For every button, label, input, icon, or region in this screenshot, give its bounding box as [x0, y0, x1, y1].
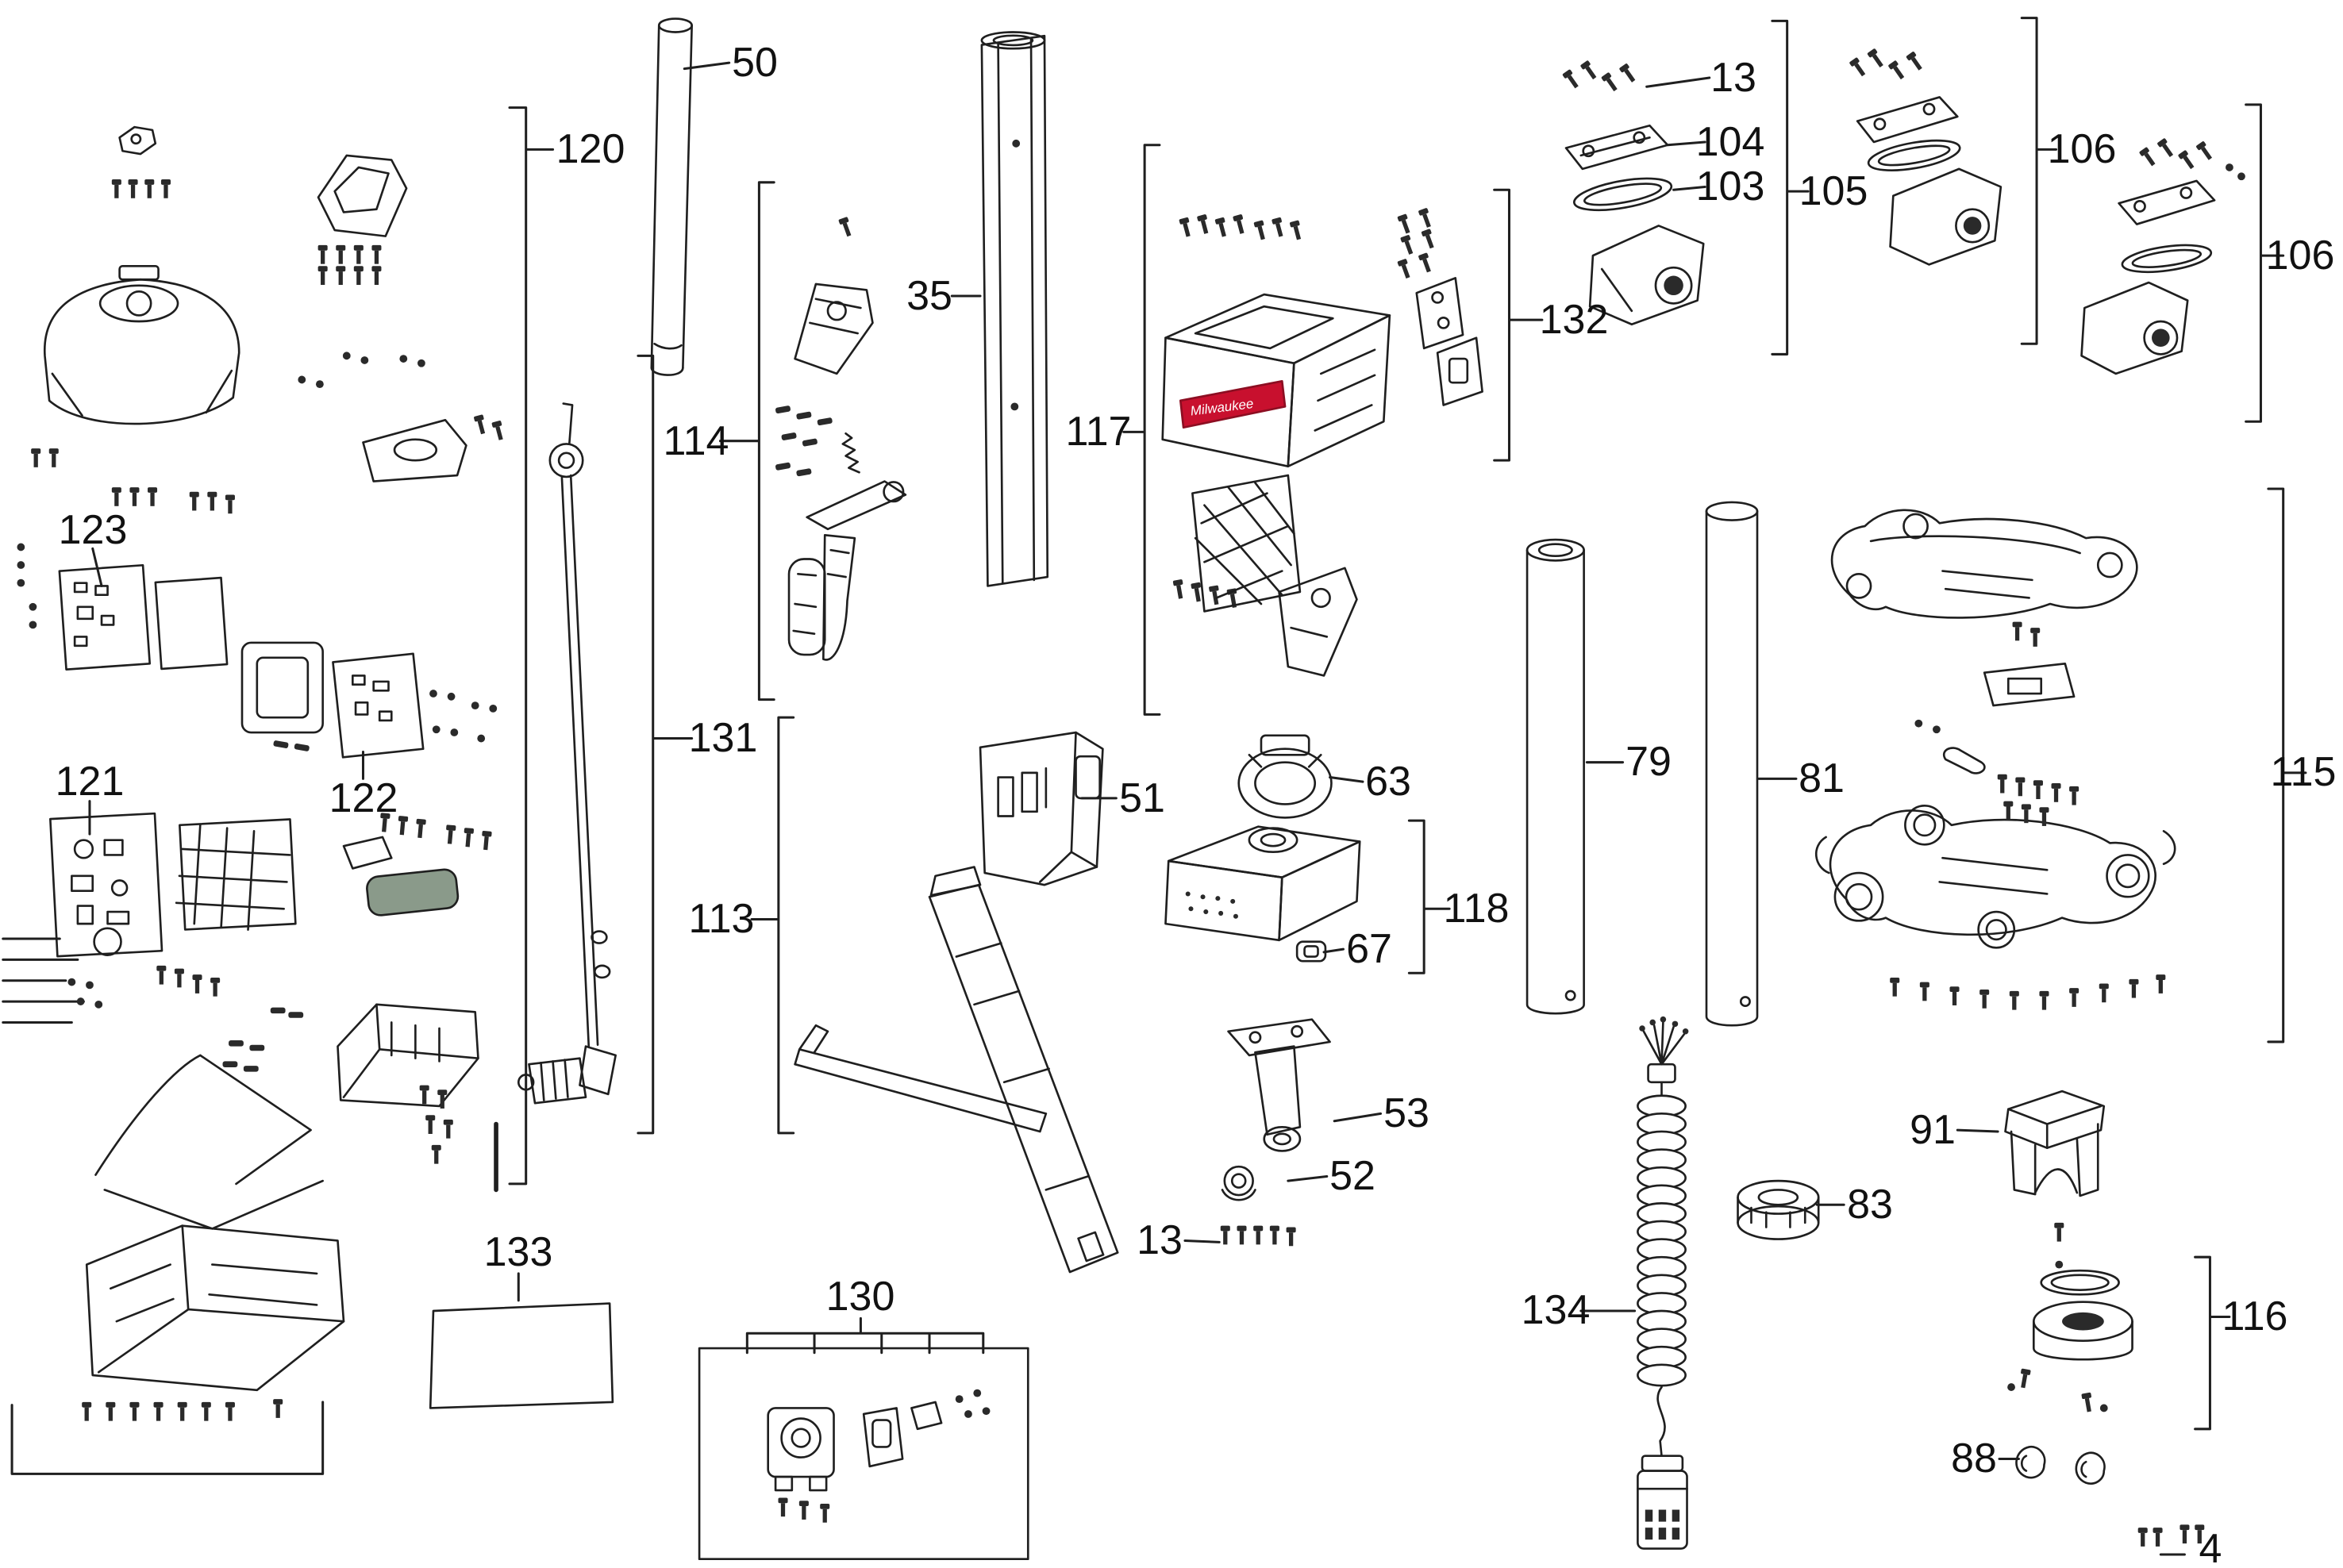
- laser-head-106a: [1848, 47, 2003, 266]
- callout-13-mid: 13: [1137, 1217, 1183, 1263]
- bracket-53: [1227, 1018, 1331, 1152]
- laser-head-105: [1560, 59, 1705, 326]
- callout-51: 51: [1119, 775, 1165, 821]
- callout-88: 88: [1951, 1435, 1997, 1482]
- callout-106-right: 106: [2265, 233, 2335, 279]
- tube-79: [1525, 538, 1585, 1015]
- collar-116: [2006, 1221, 2133, 1414]
- callout-118: 118: [1443, 886, 1510, 932]
- callout-50: 50: [732, 40, 778, 86]
- bracket-117c: [1278, 567, 1358, 677]
- clips-88: [2015, 1445, 2106, 1485]
- tube-50: [650, 17, 693, 376]
- callout-81: 81: [1799, 755, 1845, 801]
- screws-4: [2137, 1524, 2206, 1548]
- rod-131: [517, 402, 617, 1105]
- tripod-base-115: [1814, 509, 2176, 1011]
- callout-brackets: [2, 17, 2307, 1556]
- callout-114: 114: [663, 418, 729, 464]
- box-118: [1164, 825, 1361, 942]
- callout-52: 52: [1329, 1153, 1375, 1199]
- grommet-52: [1221, 1165, 1256, 1201]
- tube-81: [1705, 501, 1759, 1027]
- callout-104: 104: [1695, 119, 1765, 165]
- callout-35: 35: [906, 273, 952, 319]
- callout-115: 115: [2270, 749, 2337, 795]
- callout-117: 117: [1065, 409, 1132, 455]
- battery-box-117: Milwaukee: [1161, 213, 1391, 609]
- callout-103: 103: [1695, 163, 1765, 209]
- callout-79: 79: [1625, 739, 1672, 785]
- laser-head-106b: [2080, 136, 2247, 375]
- stand-91: [2004, 1090, 2106, 1197]
- clip-67: [1295, 940, 1327, 963]
- callout-122: 122: [329, 775, 398, 821]
- callout-83: 83: [1847, 1182, 1893, 1228]
- label-133: [429, 1302, 614, 1409]
- clamp-63: [1237, 734, 1333, 819]
- callout-53: 53: [1383, 1090, 1429, 1136]
- callout-113: 113: [688, 896, 755, 942]
- group-130: [698, 1347, 1029, 1561]
- coiled-cable-134: [1637, 1016, 1689, 1550]
- basket-117: [1191, 474, 1302, 613]
- callout-132: 132: [1539, 297, 1609, 343]
- callout-133: 133: [483, 1229, 553, 1275]
- callout-91: 91: [1910, 1107, 1956, 1153]
- callout-67: 67: [1346, 926, 1392, 972]
- clamp-83: [1737, 1179, 1820, 1240]
- tube-113: [794, 866, 1119, 1274]
- callout-134: 134: [1521, 1287, 1591, 1333]
- callout-13-top: 13: [1710, 55, 1756, 101]
- callout-4: 4: [2199, 1526, 2222, 1568]
- group-120-main-unit: [16, 125, 507, 1422]
- screws-13-mid: [1219, 1224, 1297, 1247]
- callout-121: 121: [55, 759, 125, 805]
- callout-120: 120: [556, 126, 625, 172]
- group-114-parts: [774, 215, 907, 661]
- plates-132: [1395, 206, 1483, 406]
- cup-51: [979, 731, 1104, 886]
- callout-131: 131: [688, 715, 758, 761]
- pole-35: [980, 31, 1049, 587]
- callout-63: 63: [1365, 759, 1411, 805]
- callout-105: 105: [1799, 168, 1868, 214]
- callout-116: 116: [2222, 1293, 2288, 1339]
- callout-106-left: 106: [2047, 126, 2117, 172]
- callout-130: 130: [825, 1274, 895, 1320]
- callout-123: 123: [58, 507, 128, 553]
